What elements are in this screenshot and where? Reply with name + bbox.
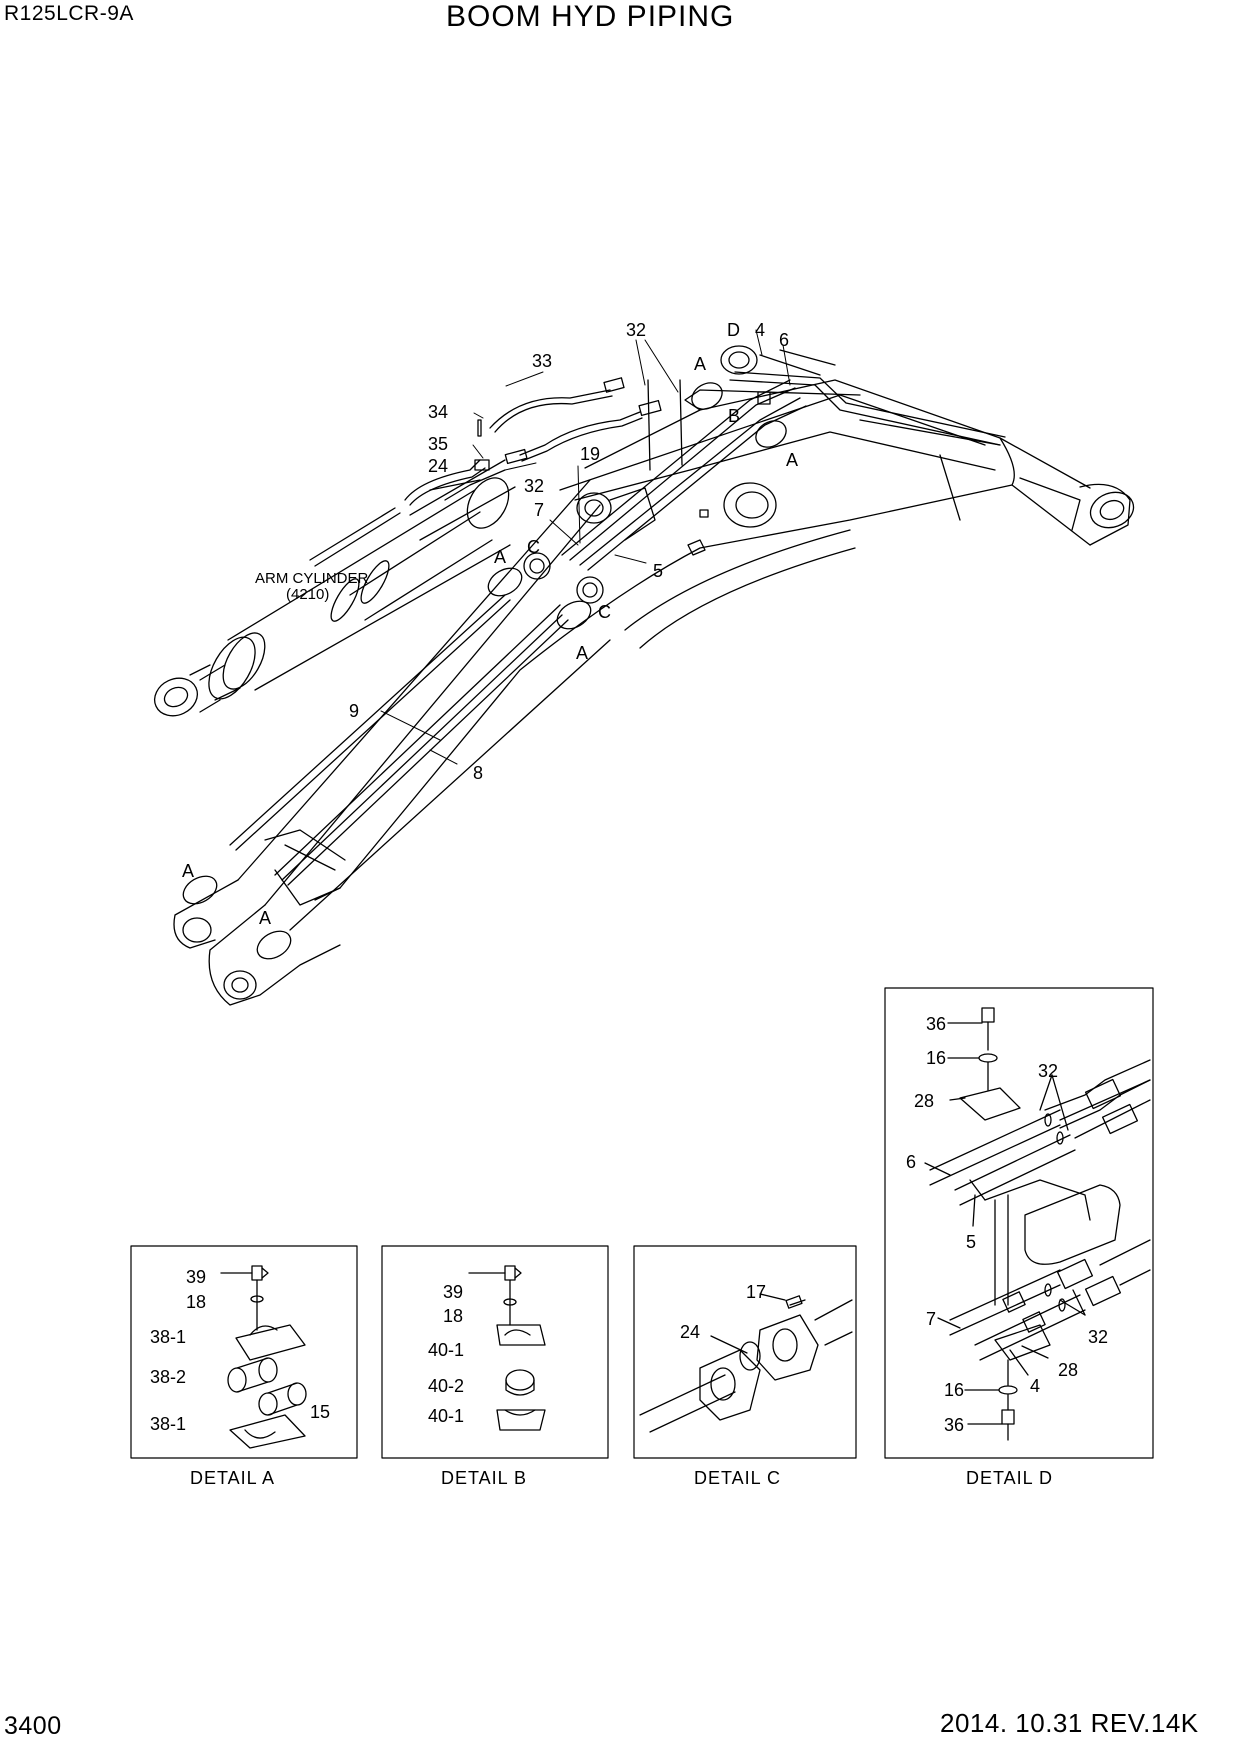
- detail-a-frame: [130, 1245, 358, 1459]
- callout-7: 7: [534, 500, 544, 520]
- detail-a-callout-38-1: 38-1: [150, 1414, 186, 1434]
- detail-a-caption: DETAIL A: [190, 1468, 275, 1488]
- detail-b-callout-40-1: 40-1: [428, 1406, 464, 1426]
- callout-32: 32: [626, 320, 646, 340]
- detail-d-callout-6: 6: [906, 1152, 916, 1172]
- callout-d: D: [727, 320, 740, 340]
- detail-d-caption: DETAIL D: [966, 1468, 1053, 1488]
- detail-a-callout-38-1: 38-1: [150, 1327, 186, 1347]
- detail-c-labels: 17 24 DETAIL C: [680, 1282, 781, 1488]
- callout-6: 6: [779, 330, 789, 350]
- detail-b-parts: [468, 1265, 546, 1431]
- detail-c-frame: [633, 1245, 857, 1459]
- detail-c-callout-17: 17: [746, 1282, 766, 1302]
- callout-35: 35: [428, 434, 448, 454]
- model-number: R125LCR-9A: [4, 2, 134, 25]
- callout-33: 33: [532, 351, 552, 371]
- callout-a: A: [786, 450, 798, 470]
- detail-b-frame: [381, 1245, 609, 1459]
- callout-c: C: [598, 602, 611, 622]
- detail-frames: [130, 987, 1154, 1459]
- callout-b: B: [728, 406, 740, 426]
- callout-a: A: [494, 547, 506, 567]
- detail-d-frame: [884, 987, 1154, 1459]
- detail-a-parts: [220, 1265, 307, 1449]
- callout-a: A: [694, 354, 706, 374]
- detail-d-callout-16: 16: [926, 1048, 946, 1068]
- callout-24: 24: [428, 456, 448, 476]
- main-clamps: [182, 345, 787, 960]
- detail-c-parts: [639, 1293, 853, 1433]
- detail-c-callout-24: 24: [680, 1322, 700, 1342]
- detail-a-callout-18: 18: [186, 1292, 206, 1312]
- detail-d-callout-7: 7: [926, 1309, 936, 1329]
- callout-5: 5: [653, 561, 663, 581]
- detail-a-callout-15: 15: [310, 1402, 330, 1422]
- arm-cylinder-ref: (4210): [286, 586, 329, 603]
- callout-8: 8: [473, 763, 483, 783]
- callout-a: A: [576, 643, 588, 663]
- page-number: 3400: [4, 1712, 62, 1740]
- detail-d-callout-28: 28: [914, 1091, 934, 1111]
- callout-32: 32: [524, 476, 544, 496]
- main-leaders: [380, 329, 791, 765]
- detail-a-callout-39: 39: [186, 1267, 206, 1287]
- callout-9: 9: [349, 701, 359, 721]
- callout-34: 34: [428, 402, 448, 422]
- detail-b-callout-39: 39: [443, 1282, 463, 1302]
- detail-d-callout-5: 5: [966, 1232, 976, 1252]
- detail-d-callout-36: 36: [926, 1014, 946, 1034]
- callout-a: A: [182, 861, 194, 881]
- detail-a-labels: 39 18 38-1 38-2 15 38-1 DETAIL A: [150, 1267, 330, 1488]
- detail-c-caption: DETAIL C: [694, 1468, 781, 1488]
- detail-d-callout-36: 36: [944, 1415, 964, 1435]
- callout-19: 19: [580, 444, 600, 464]
- callout-a: A: [259, 908, 271, 928]
- detail-d-callout-16: 16: [944, 1380, 964, 1400]
- boom-structure: [173, 379, 1135, 1006]
- detail-d-labels: 36 16 32 28 6 5 7 32 28 4 16 36 DETAIL D: [906, 1014, 1108, 1488]
- callout-c: C: [527, 537, 540, 557]
- revision-date: 2014. 10.31 REV.14K: [940, 1708, 1199, 1738]
- detail-b-caption: DETAIL B: [441, 1468, 527, 1488]
- detail-b-callout-40-2: 40-2: [428, 1376, 464, 1396]
- arm-cylinder: [154, 459, 516, 717]
- detail-d-callout-28: 28: [1058, 1360, 1078, 1380]
- main-labels: ARM CYLINDER (4210) 32 D 4 6 33 A 34 B 3…: [182, 320, 798, 928]
- detail-b-callout-18: 18: [443, 1306, 463, 1326]
- detail-a-callout-38-2: 38-2: [150, 1367, 186, 1387]
- boom-pipes: [229, 349, 1006, 886]
- detail-d-parts: [924, 1007, 1151, 1441]
- detail-d-callout-4: 4: [1030, 1376, 1040, 1396]
- detail-d-callout-32: 32: [1088, 1327, 1108, 1347]
- detail-b-callout-40-1: 40-1: [428, 1340, 464, 1360]
- detail-b-labels: 39 18 40-1 40-2 40-1 DETAIL B: [428, 1282, 527, 1488]
- detail-d-callout-32: 32: [1038, 1061, 1058, 1081]
- arm-cylinder-label: ARM CYLINDER: [255, 570, 369, 587]
- page-title: BOOM HYD PIPING: [446, 0, 735, 33]
- callout-4: 4: [755, 320, 765, 340]
